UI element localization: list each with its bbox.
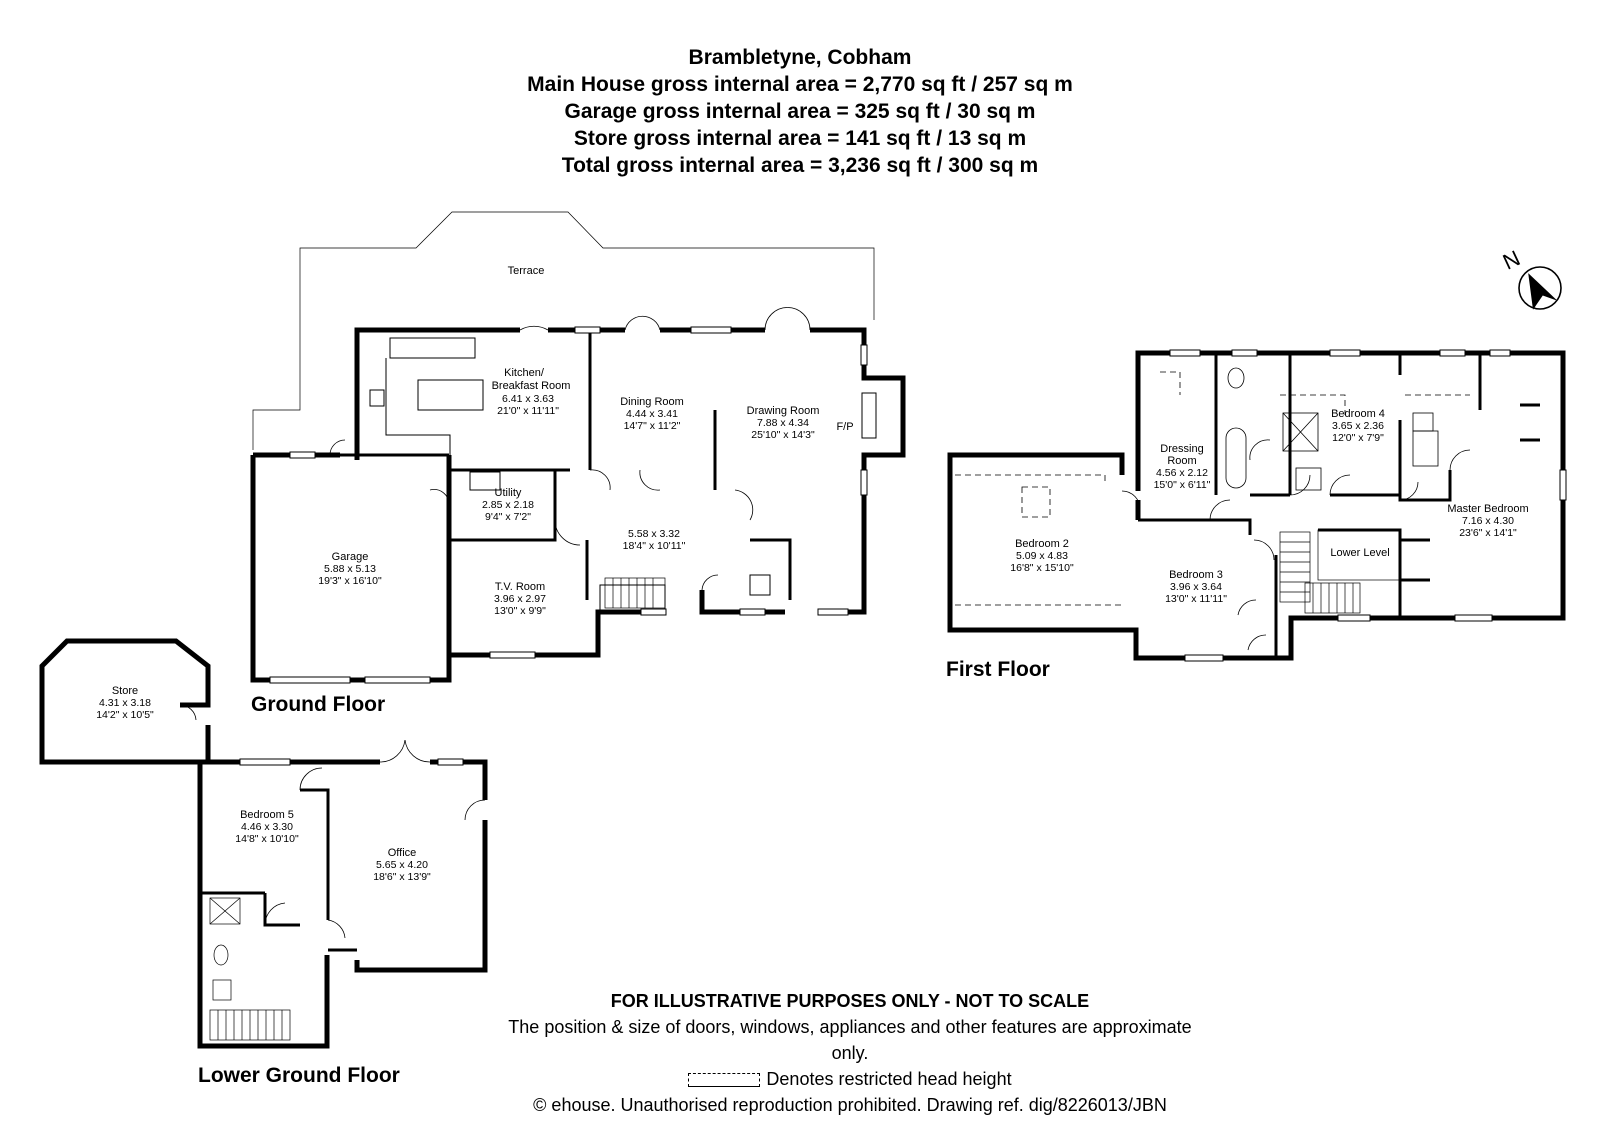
ground-staircase (604, 577, 666, 609)
compass-icon: N (1499, 245, 1562, 310)
bedroom4-metric: 3.65 x 2.36 (1332, 420, 1384, 432)
first-floor-plan: Dressing Room 4.56 x 2.12 15'0" x 6'11" … (946, 349, 1567, 681)
ground-doors (329, 307, 811, 591)
first-walls (947, 350, 1566, 661)
garage-label: Garage (332, 551, 369, 563)
lower-doors (264, 739, 486, 939)
bedroom2-metric: 5.09 x 4.83 (1016, 550, 1068, 562)
kitchen-metric: 6.41 x 3.63 (502, 393, 554, 405)
drawing-imperial: 25'10" x 14'3" (751, 429, 815, 441)
hall-imperial: 18'4" x 10'11" (623, 540, 686, 552)
bedroom3-imperial: 13'0" x 11'11" (1165, 593, 1227, 605)
tv-room-label: T.V. Room (495, 581, 545, 593)
kitchen-label-1: Kitchen/ (504, 367, 545, 379)
lower-ground-plan: Store 4.31 x 3.18 14'2" x 10'5" Bedroom … (39, 638, 488, 1087)
dressing-label-1: Dressing (1160, 443, 1203, 455)
garage-metric: 5.88 x 5.13 (324, 563, 376, 575)
lower-staircase (209, 897, 291, 1041)
dressing-metric: 4.56 x 2.12 (1156, 467, 1208, 479)
store-metric: 4.31 x 3.18 (99, 697, 151, 709)
garage-area: Garage gross internal area = 325 sq ft /… (564, 100, 1036, 123)
legend-text: Denotes restricted head height (766, 1069, 1012, 1089)
tv-room-imperial: 13'0" x 9'9" (494, 605, 546, 617)
dressing-label-2: Room (1167, 455, 1196, 467)
ground-floor-label: Ground Floor (251, 693, 385, 716)
ground-walls (250, 327, 906, 683)
bedroom5-label: Bedroom 5 (240, 809, 294, 821)
first-floor-label: First Floor (946, 658, 1050, 681)
master-bedroom-imperial: 23'6" x 14'1" (1459, 527, 1517, 539)
master-bedroom-label: Master Bedroom (1447, 503, 1528, 515)
plan-header: Brambletyne, Cobham Main House gross int… (0, 44, 1600, 179)
master-bedroom-metric: 7.16 x 4.30 (1462, 515, 1514, 527)
fireplace-label: F/P (836, 421, 853, 433)
first-windows (1169, 349, 1567, 662)
disclaimer-title: FOR ILLUSTRATIVE PURPOSES ONLY - NOT TO … (610, 991, 1090, 1011)
garage-imperial: 19'3" x 16'10" (318, 575, 382, 587)
restricted-height-legend-swatch (688, 1073, 761, 1088)
utility-metric: 2.85 x 2.18 (482, 499, 534, 511)
first-fittings (1225, 367, 1439, 491)
bedroom4-label: Bedroom 4 (1331, 408, 1385, 420)
drawing-label: Drawing Room (747, 405, 820, 417)
bedroom4-imperial: 12'0" x 7'9" (1332, 432, 1384, 444)
ground-floor-plan: Terrace Kitchen/ Breakfast Room 6.41 x 3… (250, 211, 906, 716)
kitchen-imperial: 21'0" x 11'11" (497, 405, 559, 417)
lower-ground-floor-label: Lower Ground Floor (198, 1064, 400, 1087)
ground-internal-walls (340, 330, 792, 600)
total-area: Total gross internal area = 3,236 sq ft … (561, 154, 1039, 177)
kitchen-units (369, 337, 877, 611)
copyright-text: © ehouse. Unauthorised reproduction proh… (533, 1095, 1167, 1115)
drawing-metric: 7.88 x 4.34 (757, 417, 809, 429)
store-imperial: 14'2" x 10'5" (96, 709, 154, 721)
store-area: Store gross internal area = 141 sq ft / … (573, 127, 1027, 150)
bedroom5-imperial: 14'8" x 10'10" (235, 833, 299, 845)
lower-level-label: Lower Level (1330, 547, 1389, 559)
bedroom2-label: Bedroom 2 (1015, 538, 1069, 550)
compass-north-label: N (1499, 245, 1524, 274)
store-label: Store (112, 685, 138, 697)
restricted-head-height (955, 371, 1470, 606)
bedroom2-imperial: 16'8" x 15'10" (1010, 562, 1074, 574)
disclaimer-text: The position & size of doors, windows, a… (508, 1017, 1192, 1063)
bedroom3-metric: 3.96 x 3.64 (1170, 581, 1222, 593)
office-metric: 5.65 x 4.20 (376, 859, 428, 871)
store-door (179, 704, 197, 721)
lower-walls (197, 759, 488, 1049)
legend-row: Denotes restricted head height (500, 1066, 1200, 1092)
hall-metric: 5.58 x 3.32 (628, 528, 680, 540)
office-label: Office (388, 847, 417, 859)
first-internal-walls (1138, 353, 1540, 658)
first-staircase (1279, 529, 1401, 614)
terrace-outline (252, 211, 875, 450)
lower-windows (239, 758, 464, 766)
dining-imperial: 14'7" x 11'2" (624, 420, 681, 432)
utility-imperial: 9'4" x 7'2" (485, 511, 531, 523)
main-house-area: Main House gross internal area = 2,770 s… (527, 73, 1073, 96)
first-doors (1121, 439, 1471, 651)
office-imperial: 18'6" x 13'9" (373, 871, 431, 883)
property-title: Brambletyne, Cobham (688, 46, 912, 69)
bedroom3-label: Bedroom 3 (1169, 569, 1223, 581)
kitchen-label-2: Breakfast Room (492, 380, 571, 392)
terrace-label: Terrace (508, 265, 545, 277)
utility-label: Utility (495, 487, 522, 499)
tv-room-metric: 3.96 x 2.97 (494, 593, 546, 605)
ground-windows (269, 326, 868, 684)
dressing-imperial: 15'0" x 6'11" (1154, 479, 1211, 491)
dining-label: Dining Room (620, 396, 684, 408)
bedroom5-metric: 4.46 x 3.30 (241, 821, 293, 833)
plan-footer: FOR ILLUSTRATIVE PURPOSES ONLY - NOT TO … (500, 988, 1200, 1118)
dining-metric: 4.44 x 3.41 (626, 408, 678, 420)
store-walls (39, 638, 211, 765)
